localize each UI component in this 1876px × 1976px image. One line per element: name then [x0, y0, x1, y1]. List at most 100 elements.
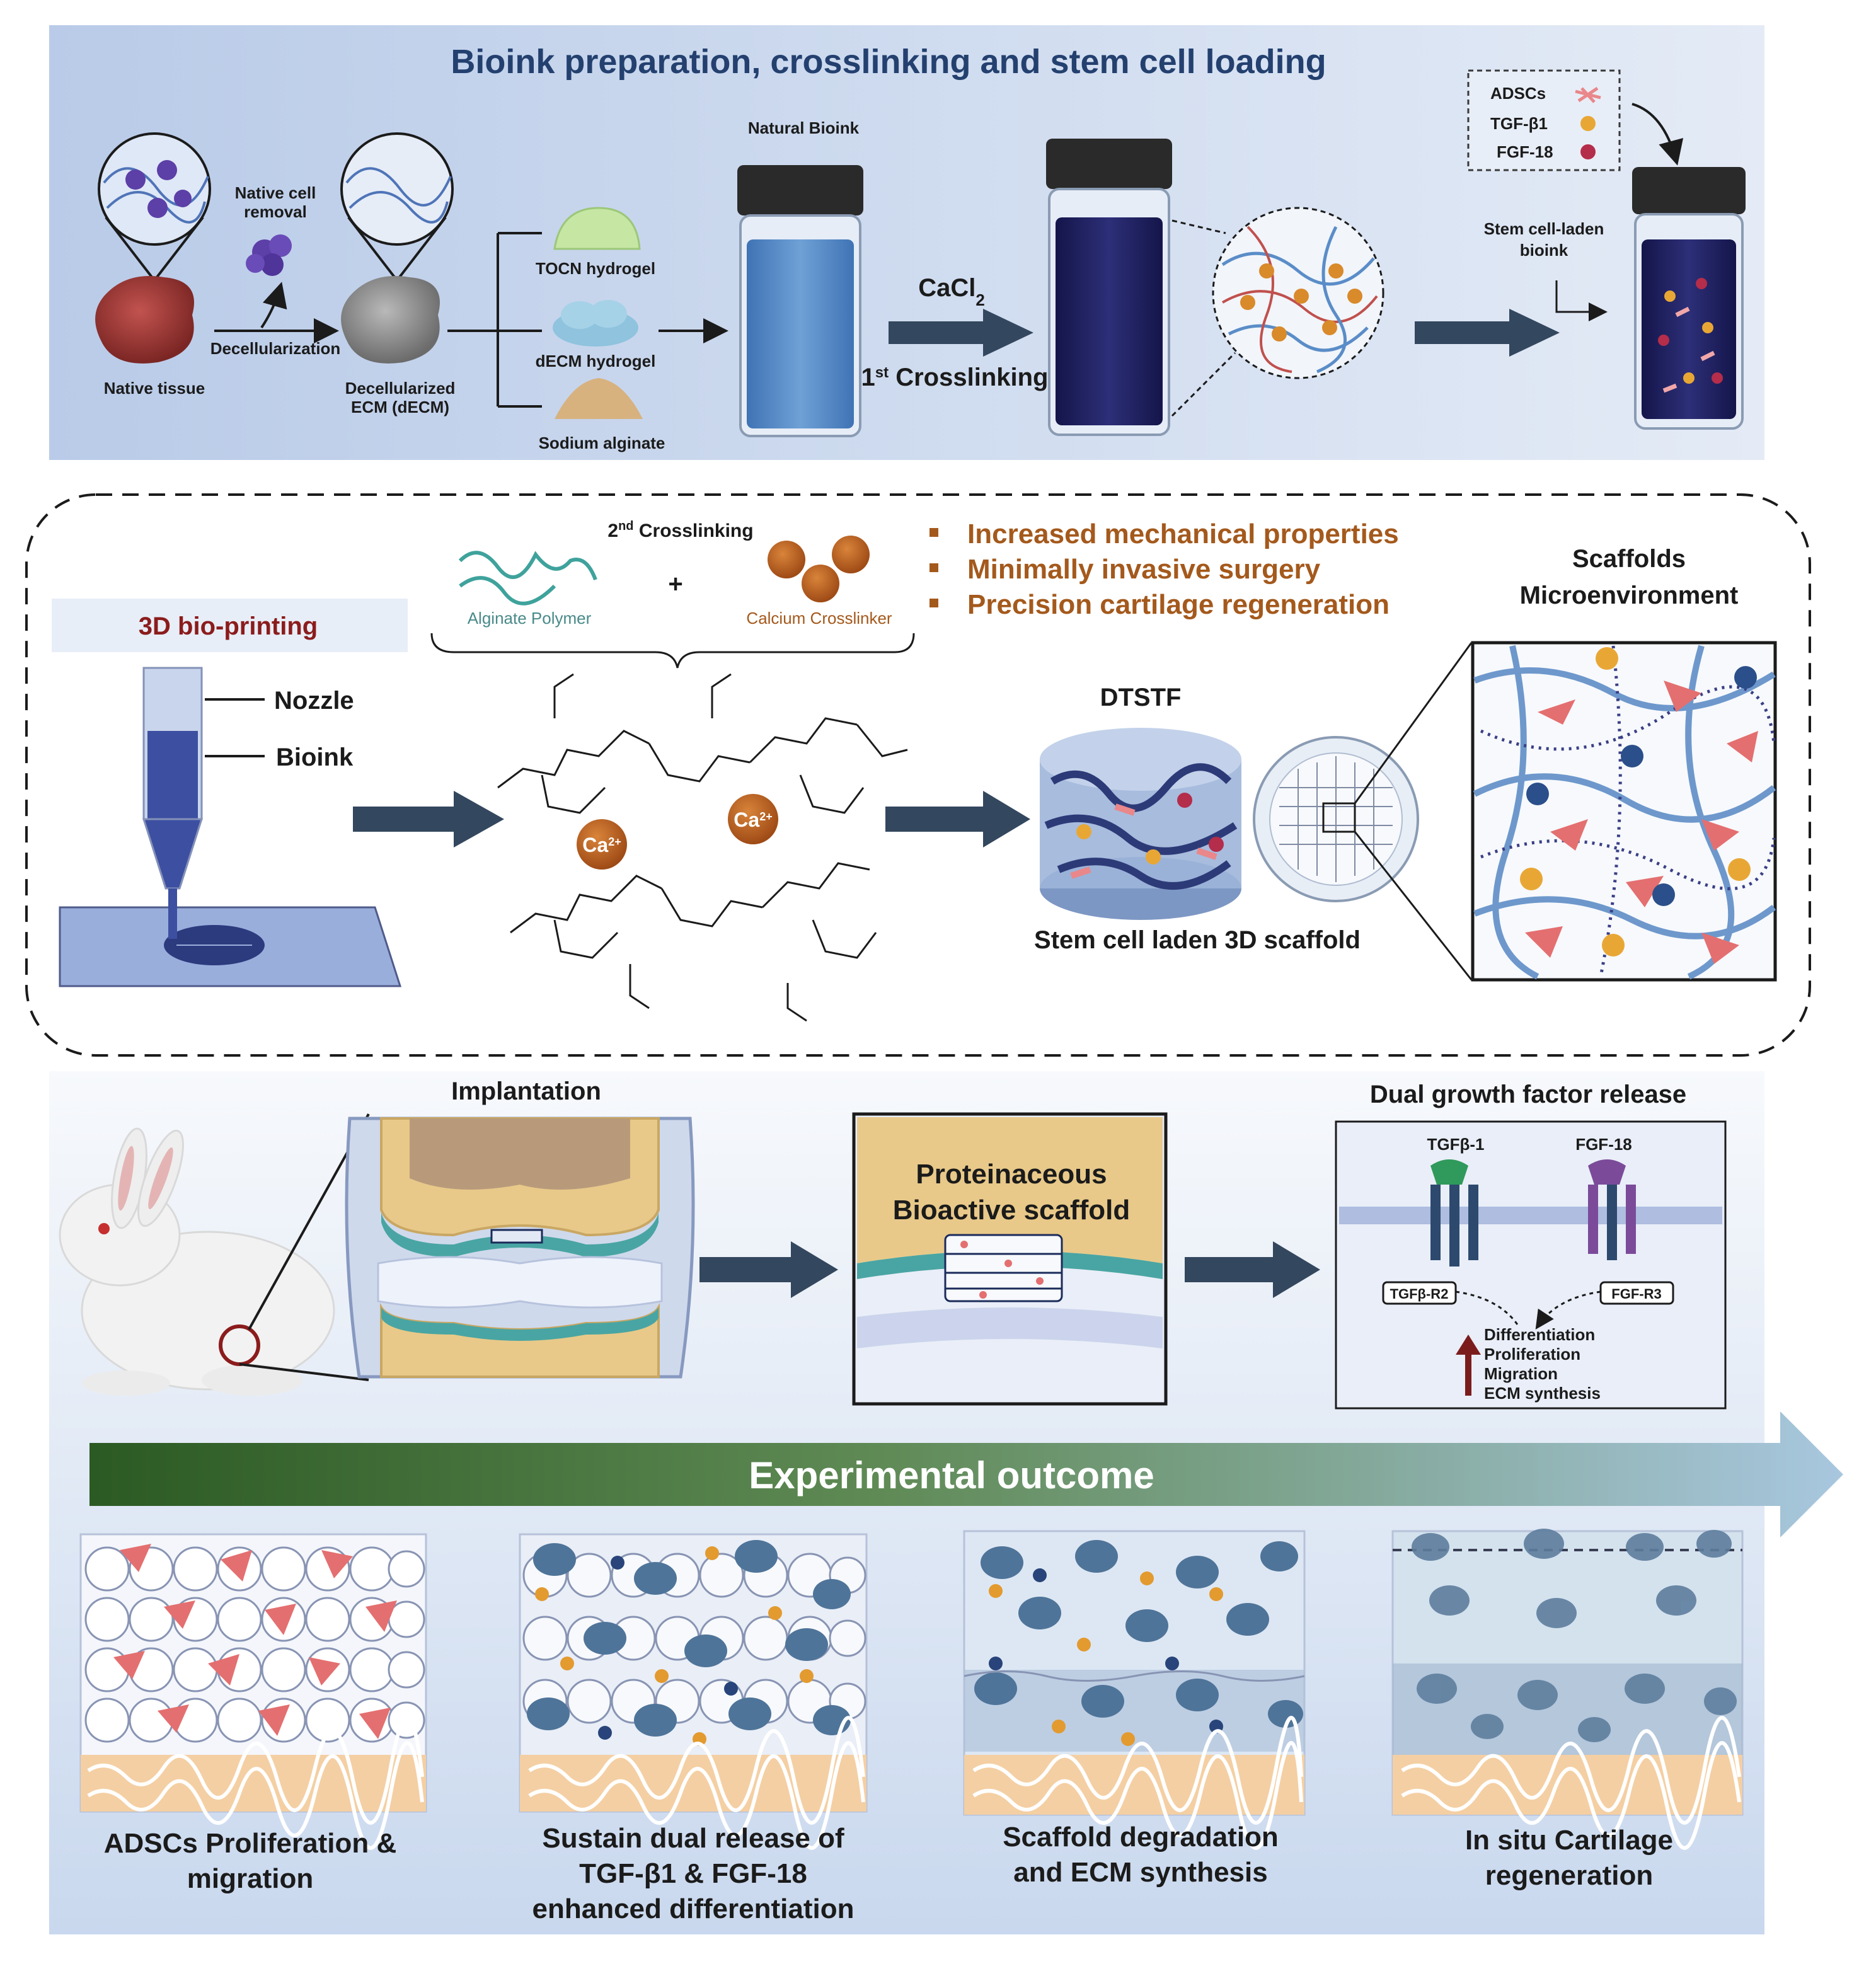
outcome-caption-1-line-2: migration — [187, 1863, 313, 1894]
proteinaceous-scaffold-box — [852, 1112, 1168, 1406]
release-arrow — [1185, 1241, 1320, 1298]
bullet-1: Increased mechanical properties — [967, 519, 1399, 549]
fgf-r3-label: FGF-R3 — [1611, 1286, 1661, 1302]
cell-removal-arrow — [260, 282, 287, 329]
nozzle-label: Nozzle — [274, 687, 354, 715]
alginate-polymer-icon — [458, 551, 597, 581]
scaffold-caption: Stem cell laden 3D scaffold — [1034, 926, 1361, 954]
zoom-lines-2 — [1354, 642, 1473, 980]
outcome-caption-3-line-1: Scaffold degradation — [1003, 1822, 1279, 1852]
microenvironment-title-2: Microenvironment — [1520, 582, 1739, 609]
petri-dish-icon — [1253, 736, 1419, 902]
bioink-label: Bioink — [276, 744, 354, 771]
sodium-alginate-icon — [555, 378, 643, 419]
decm-icon — [340, 132, 454, 364]
cacl2-label: CaCl2 — [918, 274, 985, 309]
tocn-hydrogel-icon — [553, 207, 641, 250]
stem-cell-pointer — [1555, 280, 1608, 321]
dual-release-title: Dual growth factor release — [1370, 1081, 1686, 1108]
effect-migration: Migration — [1484, 1364, 1558, 1383]
alginate-polymer-label: Alginate Polymer — [468, 609, 592, 628]
to-stemcell-arrow — [1415, 309, 1560, 357]
microenvironment-zoom — [1471, 641, 1777, 982]
plus-sign: + — [668, 570, 682, 598]
native-cell-removal-label-1: Native cell — [235, 183, 316, 202]
ca-ion-left: Ca2+ — [577, 819, 627, 870]
calcium-crosslinker-label: Calcium Crosslinker — [746, 609, 892, 628]
legend-fgf-dot — [1580, 144, 1596, 159]
natural-bioink-label: Natural Bioink — [748, 118, 860, 137]
printing-arrow — [353, 791, 504, 847]
stem-cell-bioink-label-1: Stem cell-laden — [1484, 219, 1604, 238]
fgf-label: FGF-18 — [1575, 1135, 1632, 1154]
bioprinting-tab — [52, 599, 408, 652]
crosslinked-network-zoom — [1212, 207, 1384, 379]
native-cell-removal-label-2: removal — [244, 202, 307, 221]
panel2-border — [25, 493, 1811, 1057]
legend-arrow — [1631, 103, 1684, 166]
scaffold-arrow — [885, 791, 1030, 847]
removed-cells-icon — [246, 234, 292, 276]
native-tissue-icon — [95, 132, 211, 364]
svg-text:Ca2+: Ca2+ — [734, 808, 772, 831]
outcome-caption-2-line-3: enhanced differentiation — [532, 1893, 855, 1924]
bioprinting-label: 3D bio-printing — [139, 612, 318, 640]
decm-label-1: Decellularized — [345, 379, 456, 398]
bullet-marker-2 — [929, 563, 938, 572]
outcome-caption-1-line-1: ADSCs Proliferation & — [104, 1828, 397, 1859]
bioprinter-icon — [59, 667, 402, 987]
outcome-stage-2 — [519, 1533, 868, 1850]
outcome-stage-3 — [963, 1530, 1306, 1850]
first-crosslinking-label: 1st Crosslinking — [861, 364, 1049, 391]
decm-label-2: ECM (dECM) — [351, 398, 449, 416]
second-crosslinking-label: 2nd Crosslinking — [607, 519, 753, 541]
tocn-hydrogel-label: TOCN hydrogel — [536, 259, 655, 278]
panel-bioink-preparation: Bioink preparation, crosslinking and ste… — [49, 25, 1764, 460]
alginate-polymer-icon-2 — [459, 576, 556, 606]
bullet-marker-1 — [929, 528, 938, 537]
crosslinked-vial — [1046, 139, 1172, 436]
decm-hydrogel-icon — [553, 300, 638, 347]
outcome-caption-4-line-2: regeneration — [1485, 1860, 1654, 1891]
legend-tgf-dot — [1580, 116, 1596, 131]
experimental-outcome: Experimental outcome ADSCs Proliferation… — [79, 1411, 1843, 1924]
panel1-title: Bioink preparation, crosslinking and ste… — [451, 43, 1326, 81]
dtstf-label: DTSTF — [1100, 684, 1182, 711]
outcome-banner-label: Experimental outcome — [749, 1454, 1154, 1496]
bullet-marker-3 — [929, 599, 938, 607]
outcome-stage-1 — [79, 1533, 427, 1850]
proteinaceous-label-2: Bioactive scaffold — [893, 1195, 1131, 1226]
panel-implantation: Implantation — [59, 1077, 1727, 1410]
microenvironment-title-1: Scaffolds — [1572, 545, 1686, 573]
implant-arrow — [699, 1241, 838, 1298]
decm-hydrogel-label: dECM hydrogel — [536, 352, 656, 370]
bullet-3: Precision cartilage regeneration — [967, 589, 1390, 620]
stem-cell-vial — [1632, 167, 1746, 430]
legend-adscs-icon — [1575, 86, 1601, 103]
outcome-caption-3-line-2: and ECM synthesis — [1013, 1857, 1267, 1888]
effect-ecm-synthesis: ECM synthesis — [1484, 1384, 1601, 1403]
rabbit-icon — [59, 1127, 335, 1396]
natural-bioink-vial — [737, 165, 863, 437]
receptor-diagram — [1335, 1120, 1727, 1410]
dtstf-scaffold-icon — [1040, 728, 1241, 920]
sodium-alginate-label: Sodium alginate — [539, 434, 665, 452]
effect-differentiation: Differentiation — [1484, 1325, 1595, 1344]
effect-proliferation: Proliferation — [1484, 1345, 1580, 1364]
stem-cell-bioink-label-2: bioink — [1520, 241, 1568, 260]
legend-adscs-label: ADSCs — [1490, 84, 1546, 103]
ca-ion-right: Ca2+ — [728, 794, 778, 844]
outcome-stage-4 — [1391, 1529, 1744, 1850]
panel-bioprinting: 3D bio-printing Nozzle Bioink 2nd Crossl… — [25, 493, 1811, 1057]
native-tissue-label: Native tissue — [104, 379, 205, 398]
legend-tgf-label: TGF-β1 — [1490, 114, 1548, 133]
implantation-label: Implantation — [451, 1077, 601, 1105]
outcome-caption-2-line-2: TGF-β1 & FGF-18 — [579, 1858, 807, 1889]
legend-fgf-label: FGF-18 — [1497, 142, 1553, 161]
outcome-banner-arrow — [89, 1411, 1843, 1537]
tgf-r2-label: TGFβ-R2 — [1390, 1286, 1449, 1302]
tgf-beta-label: TGFβ-1 — [1427, 1135, 1485, 1154]
bullet-2: Minimally invasive surgery — [967, 554, 1321, 585]
svg-text:Ca2+: Ca2+ — [582, 834, 621, 856]
